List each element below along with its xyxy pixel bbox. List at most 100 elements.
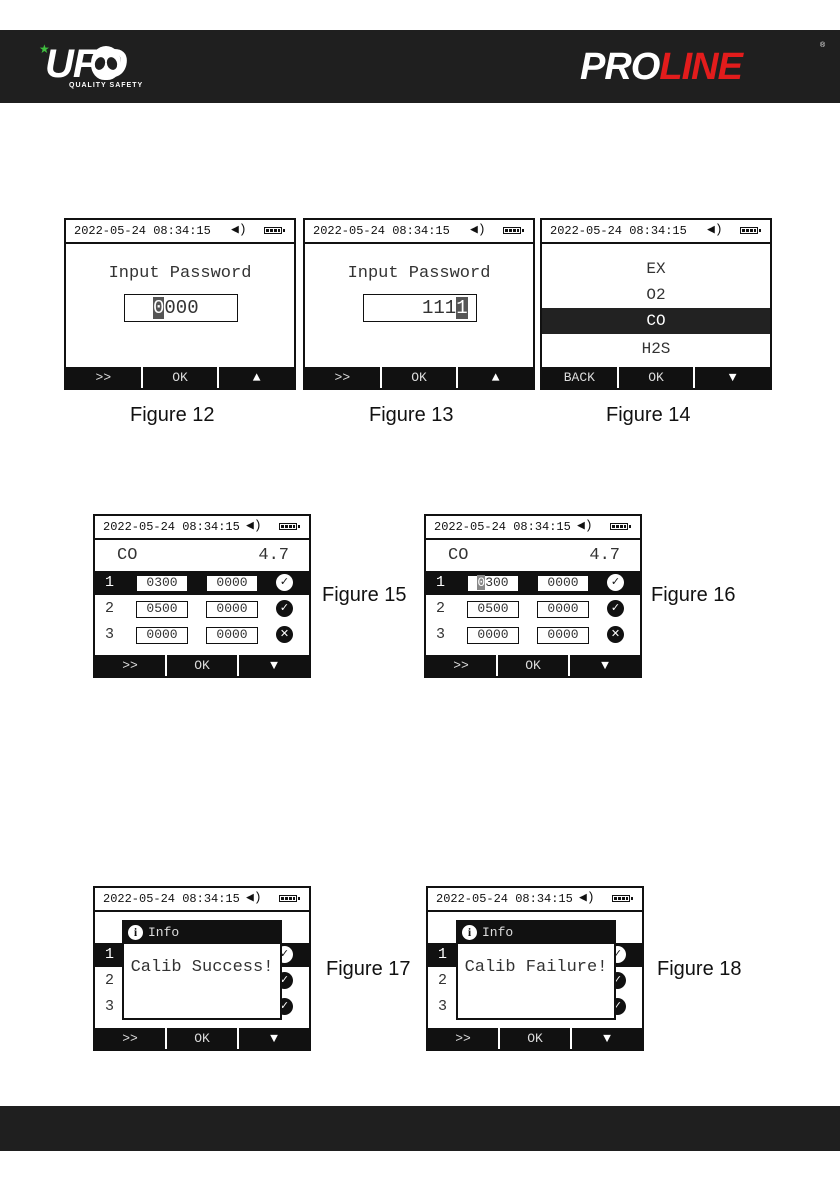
next-softkey[interactable]: >> xyxy=(66,367,143,388)
ok-softkey[interactable]: OK xyxy=(498,655,570,676)
ok-softkey[interactable]: OK xyxy=(167,655,239,676)
softkey-bar: BACK OK ▼ xyxy=(542,367,770,388)
standard-value-field[interactable]: 0500 xyxy=(136,601,188,618)
proline-pro: PRO xyxy=(580,46,660,88)
speaker-icon: ◀) xyxy=(579,890,595,905)
figure-14-screen: 2022-05-24 08:34:15 ◀) EX O2 CO H2S BACK… xyxy=(540,218,772,390)
reading-value-field[interactable]: 0000 xyxy=(537,601,589,618)
ok-softkey[interactable]: OK xyxy=(619,367,696,388)
softkey-bar: >> OK ▼ xyxy=(426,655,640,676)
dialog-message: Calib Failure! xyxy=(464,958,608,977)
calib-row[interactable]: 3 0000 0000 ✕ xyxy=(426,623,640,647)
figure-16-screen: 2022-05-24 08:34:15 ◀) CO 4.7 1 0300 000… xyxy=(424,514,642,678)
battery-icon xyxy=(612,895,633,902)
status-bar: 2022-05-24 08:34:15 ◀) xyxy=(95,516,309,540)
dialog-title: Info xyxy=(148,925,180,940)
status-bar: 2022-05-24 08:34:15 ◀) xyxy=(542,220,770,244)
input-password-title: Input Password xyxy=(108,264,252,283)
softkey-bar: >> OK ▼ xyxy=(95,655,309,676)
datetime: 2022-05-24 08:34:15 xyxy=(436,892,573,906)
figure-13-screen: 2022-05-24 08:34:15 ◀) Input Password 11… xyxy=(303,218,535,390)
battery-icon xyxy=(264,227,285,234)
password-digits: 111 xyxy=(422,297,457,319)
check-icon: ✓ xyxy=(607,600,624,617)
standard-value-field[interactable]: 0000 xyxy=(136,627,188,644)
battery-icon xyxy=(279,523,300,530)
standard-value-field[interactable]: 0000 xyxy=(467,627,519,644)
reading-value-field[interactable]: 0000 xyxy=(206,575,258,592)
back-softkey[interactable]: BACK xyxy=(542,367,619,388)
next-softkey[interactable]: >> xyxy=(426,655,498,676)
next-softkey[interactable]: >> xyxy=(428,1028,500,1049)
ok-softkey[interactable]: OK xyxy=(143,367,220,388)
standard-value-field[interactable]: 0300 xyxy=(467,575,519,592)
status-bar: 2022-05-24 08:34:15 ◀) xyxy=(95,888,309,912)
row-index: 1 xyxy=(105,946,115,963)
speaker-icon: ◀) xyxy=(707,222,723,237)
password-field[interactable]: 0000 xyxy=(124,294,238,322)
password-field[interactable]: 1111 xyxy=(363,294,477,322)
edit-digits: 300 xyxy=(485,575,509,590)
reading-value-field[interactable]: 0000 xyxy=(206,627,258,644)
registered-mark: ® xyxy=(820,42,826,49)
menu-item-co[interactable]: CO xyxy=(542,308,770,334)
gas-reading: CO 4.7 xyxy=(117,546,289,565)
menu-item-ex[interactable]: EX xyxy=(646,260,666,278)
calib-row[interactable]: 2 0500 0000 ✓ xyxy=(95,597,309,621)
figure-13-caption: Figure 13 xyxy=(369,404,454,426)
figure-15-screen: 2022-05-24 08:34:15 ◀) CO 4.7 1 0300 000… xyxy=(93,514,311,678)
next-softkey[interactable]: >> xyxy=(305,367,382,388)
calib-row[interactable]: 1 0300 0000 ✓ xyxy=(426,571,640,595)
next-softkey[interactable]: >> xyxy=(95,655,167,676)
datetime: 2022-05-24 08:34:15 xyxy=(434,520,571,534)
softkey-bar: >> OK ▲ xyxy=(305,367,533,388)
row-index: 2 xyxy=(105,600,115,617)
down-arrow-softkey[interactable]: ▼ xyxy=(728,370,737,385)
figure-17-screen: 2022-05-24 08:34:15 ◀) 1 ✓ 2 ✓ 3 ✓ i Inf… xyxy=(93,886,311,1051)
reading-value-field[interactable]: 0000 xyxy=(537,627,589,644)
calib-row[interactable]: 1 0300 0000 ✓ xyxy=(95,571,309,595)
menu-item-h2s[interactable]: H2S xyxy=(641,340,671,358)
down-arrow-softkey[interactable]: ▼ xyxy=(601,658,609,673)
speaker-icon: ◀) xyxy=(246,518,262,533)
gas-reading: CO 4.7 xyxy=(448,546,620,565)
up-arrow-softkey[interactable]: ▲ xyxy=(491,370,500,385)
ok-softkey[interactable]: OK xyxy=(500,1028,572,1049)
ok-softkey[interactable]: OK xyxy=(167,1028,239,1049)
ok-softkey[interactable]: OK xyxy=(382,367,459,388)
reading-value-field[interactable]: 0000 xyxy=(537,575,589,592)
calib-row[interactable]: 2 0500 0000 ✓ xyxy=(426,597,640,621)
row-index: 3 xyxy=(436,626,446,643)
check-icon: ✓ xyxy=(276,600,293,617)
password-cursor-digit: 1 xyxy=(456,297,468,319)
gas-value: 4.7 xyxy=(589,546,620,565)
row-index: 1 xyxy=(438,946,448,963)
standard-value-field[interactable]: 0300 xyxy=(136,575,188,592)
gas-value: 4.7 xyxy=(258,546,289,565)
datetime: 2022-05-24 08:34:15 xyxy=(103,520,240,534)
down-arrow-softkey[interactable]: ▼ xyxy=(270,1031,278,1046)
row-index: 3 xyxy=(438,998,448,1015)
calib-row[interactable]: 3 0000 0000 ✕ xyxy=(95,623,309,647)
next-softkey[interactable]: >> xyxy=(95,1028,167,1049)
info-dialog: i Info Calib Failure! xyxy=(456,920,616,1020)
info-icon: i xyxy=(128,925,143,940)
down-arrow-softkey[interactable]: ▼ xyxy=(603,1031,611,1046)
down-arrow-softkey[interactable]: ▼ xyxy=(270,658,278,673)
dialog-message: Calib Success! xyxy=(130,958,274,977)
status-bar: 2022-05-24 08:34:15 ◀) xyxy=(305,220,533,244)
battery-icon xyxy=(740,227,761,234)
figure-14-caption: Figure 14 xyxy=(606,404,691,426)
row-index: 2 xyxy=(105,972,115,989)
row-index: 1 xyxy=(436,574,446,591)
figure-18-caption: Figure 18 xyxy=(657,958,742,980)
standard-value-field[interactable]: 0500 xyxy=(467,601,519,618)
up-arrow-softkey[interactable]: ▲ xyxy=(252,370,261,385)
speaker-icon: ◀) xyxy=(246,890,262,905)
row-index: 3 xyxy=(105,626,115,643)
speaker-icon: ◀) xyxy=(470,222,486,237)
cross-icon: ✕ xyxy=(276,626,293,643)
menu-item-o2[interactable]: O2 xyxy=(646,286,666,304)
proline-line: LINE xyxy=(659,46,743,88)
reading-value-field[interactable]: 0000 xyxy=(206,601,258,618)
